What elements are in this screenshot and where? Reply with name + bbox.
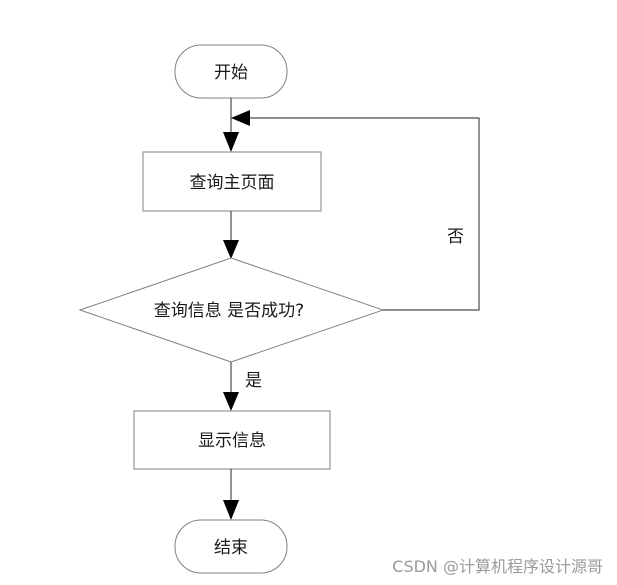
query-page-node-shape: [142, 151, 322, 212]
edge-decision-no-loop: [250, 117, 480, 311]
query-page-node: 查询主页面: [142, 151, 322, 212]
decision-node-label: 查询信息 是否成功?: [154, 301, 304, 321]
query-page-node-label: 查询主页面: [190, 173, 275, 193]
end-node-shape: [174, 519, 288, 574]
arrow-show-to-end: [223, 500, 239, 520]
edge-yes-label: 是: [245, 371, 262, 391]
decision-node: 查询信息 是否成功?: [78, 257, 385, 363]
arrow-decision-yes: [223, 392, 239, 411]
show-info-node-shape: [133, 410, 331, 470]
end-node: 结束: [174, 519, 288, 574]
edge-no-label: 否: [447, 227, 464, 247]
watermark-text: CSDN @计算机程序设计源哥: [392, 557, 603, 576]
show-info-node-label: 显示信息: [198, 431, 266, 451]
start-node: 开始: [174, 44, 288, 99]
show-info-node: 显示信息: [133, 410, 331, 470]
end-node-label: 结束: [214, 538, 248, 558]
start-node-label: 开始: [214, 63, 248, 83]
arrow-start-to-query: [223, 132, 239, 152]
arrow-query-to-decision: [223, 240, 239, 259]
arrow-decision-no-loop: [231, 110, 250, 126]
